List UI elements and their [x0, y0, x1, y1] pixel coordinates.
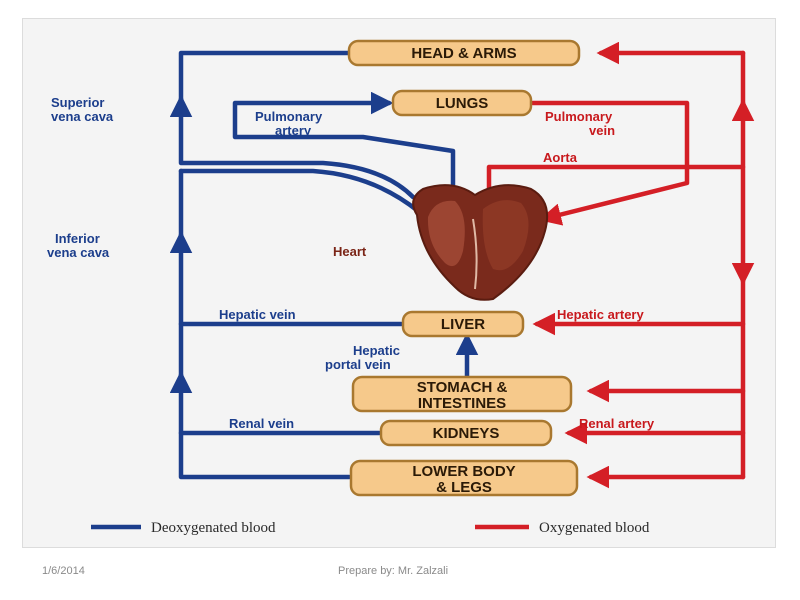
organ-lungs-label: LUNGS	[436, 95, 489, 112]
aorta-vessel	[486, 164, 746, 192]
legend-oxygenated-label: Oxygenated blood	[539, 520, 650, 536]
organ-stomach-label-line2: INTESTINES	[418, 395, 506, 412]
renal-vein-label: Renal vein	[229, 416, 294, 431]
footer-credit: Prepare by: Mr. Zalzali	[338, 565, 449, 577]
organ-kidneys: KIDNEYS	[379, 419, 553, 447]
oxygenated-vessels	[486, 41, 755, 489]
legend-deoxygenated-label: Deoxygenated blood	[151, 520, 276, 536]
superior-vena-cava-vessel	[178, 50, 416, 200]
organ-head-arms-label: HEAD & ARMS	[411, 45, 516, 62]
hepatic-artery-label: Hepatic artery	[557, 307, 644, 322]
organ-lower-body-label-line2: & LEGS	[436, 479, 492, 496]
organ-stomach-intestines: STOMACH & INTESTINES	[351, 375, 573, 413]
hepatic-portal-vein-label-line2: portal vein	[325, 357, 391, 372]
organ-liver-label: LIVER	[441, 316, 485, 333]
pulmonary-artery-label-line2: artery	[275, 123, 312, 138]
organ-head-arms: HEAD & ARMS	[347, 39, 581, 67]
pulmonary-vein-label-line1: Pulmonary	[545, 109, 613, 124]
heart-label: Heart	[333, 244, 367, 259]
legend: Deoxygenated blood Oxygenated blood	[91, 520, 650, 536]
pulmonary-vein-vessel	[530, 100, 690, 226]
hepatic-vein-label: Hepatic vein	[219, 307, 296, 322]
hepatic-portal-vein-label-line1: Hepatic	[353, 343, 400, 358]
inferior-vena-cava-label-line2: vena cava	[47, 245, 110, 260]
pulmonary-artery-label-line1: Pulmonary	[255, 109, 323, 124]
inferior-vena-cava-label-line1: Inferior	[55, 231, 100, 246]
inferior-vena-cava-vessel	[178, 168, 352, 480]
aorta-label: Aorta	[543, 150, 578, 165]
organ-lungs: LUNGS	[391, 89, 533, 117]
pulmonary-artery-vessel	[232, 91, 456, 188]
heart-icon	[412, 184, 549, 301]
circulation-svg: Heart HEAD & ARMS LUNGS LIVER STOMACH & …	[47, 39, 755, 536]
footer-date: 1/6/2014	[42, 565, 85, 577]
renal-artery-label: Renal artery	[579, 416, 655, 431]
organ-lower-body-legs: LOWER BODY & LEGS	[349, 459, 579, 497]
organ-lower-body-label-line1: LOWER BODY	[412, 463, 515, 480]
inferior-vena-cava-top	[178, 168, 421, 214]
organ-liver: LIVER	[401, 310, 525, 338]
pulmonary-vein-label-line2: vein	[589, 123, 615, 138]
superior-vena-cava-label-line1: Superior	[51, 95, 104, 110]
organ-stomach-label-line1: STOMACH &	[417, 379, 508, 396]
circulation-diagram: Heart HEAD & ARMS LUNGS LIVER STOMACH & …	[22, 18, 776, 548]
organ-kidneys-label: KIDNEYS	[433, 425, 500, 442]
superior-vena-cava-label-line2: vena cava	[51, 109, 114, 124]
deoxygenated-vessels	[169, 50, 479, 480]
